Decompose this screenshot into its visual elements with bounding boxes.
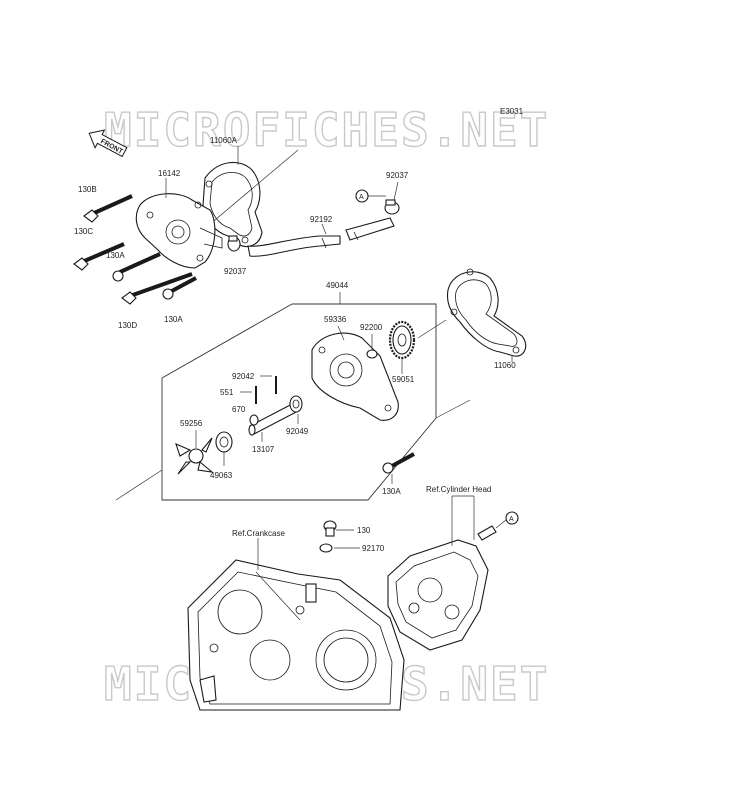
assembly-box [161,303,437,501]
watermark-top: MICROFICHES.NET [104,103,549,157]
impeller-59256 [175,437,214,475]
label-92200: 92200 [360,323,383,332]
label-551: 551 [220,388,234,397]
pump-cover-16142 [135,193,223,269]
pin-92200 [366,349,378,359]
label-130b: 130B [78,185,97,194]
cylinder-head [387,539,489,651]
bolt-130b [83,194,133,223]
label-92037-2: 92037 [386,171,409,180]
hose-clamp-92037-1 [227,235,241,252]
label-59051: 59051 [392,375,415,384]
seal-49063 [215,431,233,453]
gasket-11060 [446,268,527,357]
label-59256: 59256 [180,419,203,428]
callout-a-bottom-label: A [509,516,514,523]
pump-body-59336 [311,332,399,421]
bolt-130c [73,242,125,271]
nipple-fitting [477,525,497,541]
label-16142: 16142 [158,169,181,178]
label-11060a: 11060A [210,136,238,145]
cover-gasket-11060a [202,161,263,248]
callout-a-top [355,189,369,203]
label-130a-3: 130A [382,487,401,496]
label-13107: 13107 [252,445,275,454]
label-130a-1: 130A [106,251,125,260]
o-ring-670 [249,414,259,426]
label-92037-1: 92037 [224,267,247,276]
ref-cylinder-head-label: Ref.Cylinder Head [426,485,491,494]
label-11060: 11060 [494,361,516,370]
label-130c: 130C [74,227,93,236]
plug-bolt-130 [323,520,337,537]
callout-a-top-label: A [359,194,364,201]
washer-92049 [289,395,303,413]
crankcase [187,559,405,711]
label-49044: 49044 [326,281,349,290]
label-92042: 92042 [232,372,255,381]
callout-a-bottom [505,511,519,525]
gasket-92170 [319,543,333,553]
label-92170: 92170 [362,544,385,553]
label-92192: 92192 [310,215,333,224]
label-59336: 59336 [324,315,347,324]
bolt-130a-1 [112,252,161,282]
bolt-130d [121,272,193,305]
label-130a-2: 130A [164,315,183,324]
diagram-code: E3031 [500,107,524,116]
gear-59051 [388,320,416,360]
label-670: 670 [232,405,246,414]
label-130: 130 [357,526,371,535]
label-92049: 92049 [286,427,309,436]
water-hose-92192 [247,217,395,257]
bolt-130a-3 [382,452,415,474]
label-130d: 130D [118,321,137,330]
bolt-130a-2 [162,276,197,300]
label-49063: 49063 [210,471,233,480]
hose-clamp-92037-2 [384,199,400,215]
ref-crankcase-label: Ref.Crankcase [232,529,285,538]
